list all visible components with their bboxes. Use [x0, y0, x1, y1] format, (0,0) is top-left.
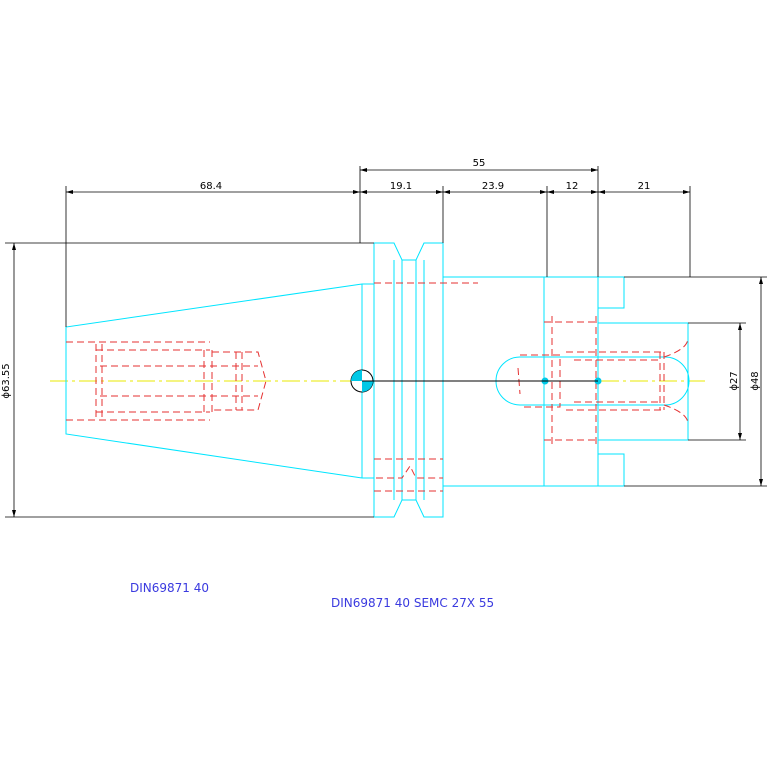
dim-dia-27: ϕ27: [729, 371, 740, 390]
dim-21: 21: [638, 181, 651, 192]
dim-dia-63-55: ϕ63.55: [1, 363, 12, 398]
part-label-top: DIN69871 40: [130, 581, 210, 595]
dim-23-9: 23.9: [482, 181, 504, 192]
dimension-lines: [5, 166, 767, 518]
dimension-arrows: [12, 168, 763, 517]
dim-19-1: 19.1: [390, 181, 412, 192]
part-label-bottom: DIN69871 40 SEMC 27X 55: [331, 596, 495, 610]
dim-dia-48: ϕ48: [750, 371, 761, 390]
center-markers: [350, 369, 602, 393]
dim-12: 12: [566, 181, 579, 192]
dim-55: 55: [473, 158, 486, 169]
dim-68-4: 68.4: [200, 181, 222, 192]
hidden-lines: [66, 282, 689, 492]
